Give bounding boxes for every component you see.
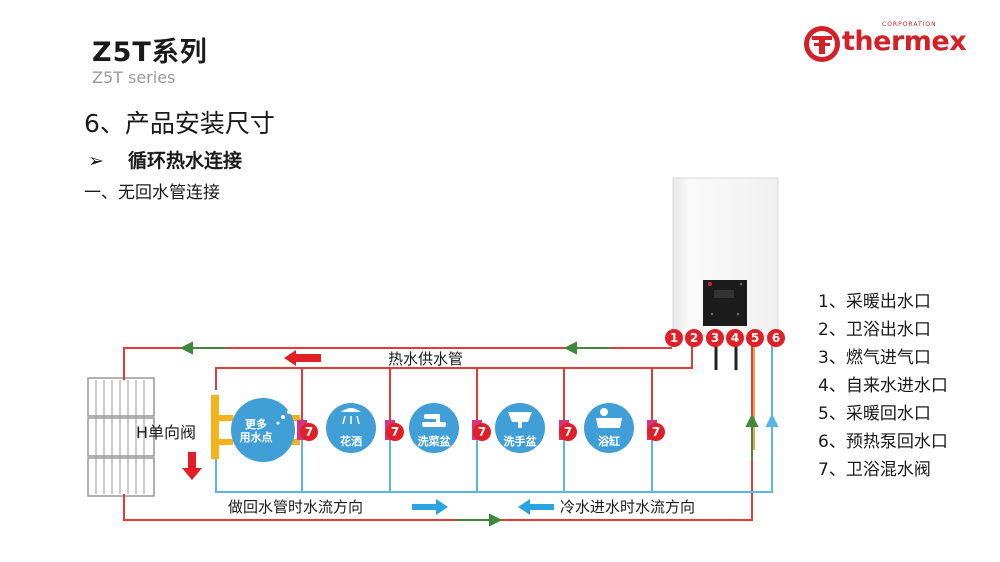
fixtures: [231, 398, 634, 462]
hot-supply-label: 热水供水管: [388, 350, 463, 368]
port-number: 1: [670, 331, 678, 345]
valve-number: 7: [391, 425, 399, 439]
down-flow-arrow-icon: [182, 452, 202, 480]
port-number: 4: [731, 331, 739, 345]
legend-item: 2、卫浴出水口: [818, 320, 931, 340]
page-subtitle: Z5T series: [92, 68, 176, 87]
valve-label: H单向阀: [136, 423, 196, 442]
shower-icon: [341, 408, 361, 425]
legend-item: 4、自来水进水口: [818, 376, 948, 396]
port-badges: [665, 329, 785, 347]
thermex-logo-icon: [804, 26, 840, 62]
fixture-label: 花洒: [340, 434, 362, 448]
h-check-valve: [211, 395, 300, 459]
port-number: 5: [751, 331, 759, 345]
bathtub-icon: [596, 408, 622, 428]
bullet-item: ➢ 循环热水连接: [88, 146, 242, 173]
legend-item: 3、燃气进气口: [818, 348, 931, 368]
valve-number: 7: [564, 425, 572, 439]
legend: 1、采暖出水口 2、卫浴出水口 3、燃气进气口 4、自来水进水口 5、采暖回水口…: [818, 288, 948, 484]
bullet-arrow-icon: ➢: [88, 150, 104, 172]
brand-corporation: CORPORATION: [882, 21, 937, 28]
radiator: [87, 377, 155, 497]
more-points-icon: [276, 410, 291, 425]
flow-arrows: [179, 341, 779, 527]
return-flow-label: 做回水管时水流方向: [228, 498, 363, 516]
port-number: 6: [772, 331, 780, 345]
cold-flow-arrow-icon: [518, 499, 554, 515]
kitchen-sink-icon: [422, 414, 446, 427]
boiler-display: [703, 280, 747, 326]
valve-number: 7: [478, 425, 486, 439]
fixture-label: 更多用水点: [240, 417, 273, 444]
valve-number: 7: [652, 425, 660, 439]
legend-item: 5、采暖回水口: [818, 404, 931, 424]
bullet-text: 循环热水连接: [128, 150, 243, 172]
section-title: 6、产品安装尺寸: [84, 109, 275, 138]
fixture-label: 浴缸: [598, 434, 620, 448]
fixture-label: 洗手盆: [504, 434, 538, 448]
fixture-label: 洗菜盆: [418, 434, 452, 448]
legend-item: 6、预热泵回水口: [818, 432, 948, 452]
page-title: Z5T系列: [92, 37, 208, 68]
hot-flow-arrow-icon: [284, 350, 321, 366]
legend-item: 1、采暖出水口: [818, 292, 931, 312]
wash-basin-icon: [508, 412, 532, 428]
brand-name: thermex: [842, 26, 967, 57]
port-number: 2: [690, 331, 698, 345]
valve-badges: [300, 423, 665, 441]
legend-item: 7、卫浴混水阀: [818, 460, 931, 480]
return-flow-arrow-icon: [412, 499, 448, 515]
cold-flow-label: 冷水进水时水流方向: [560, 498, 695, 516]
valve-number: 7: [305, 425, 313, 439]
sub-item: 一、无回水管连接: [84, 183, 220, 203]
port-number: 3: [711, 331, 719, 345]
